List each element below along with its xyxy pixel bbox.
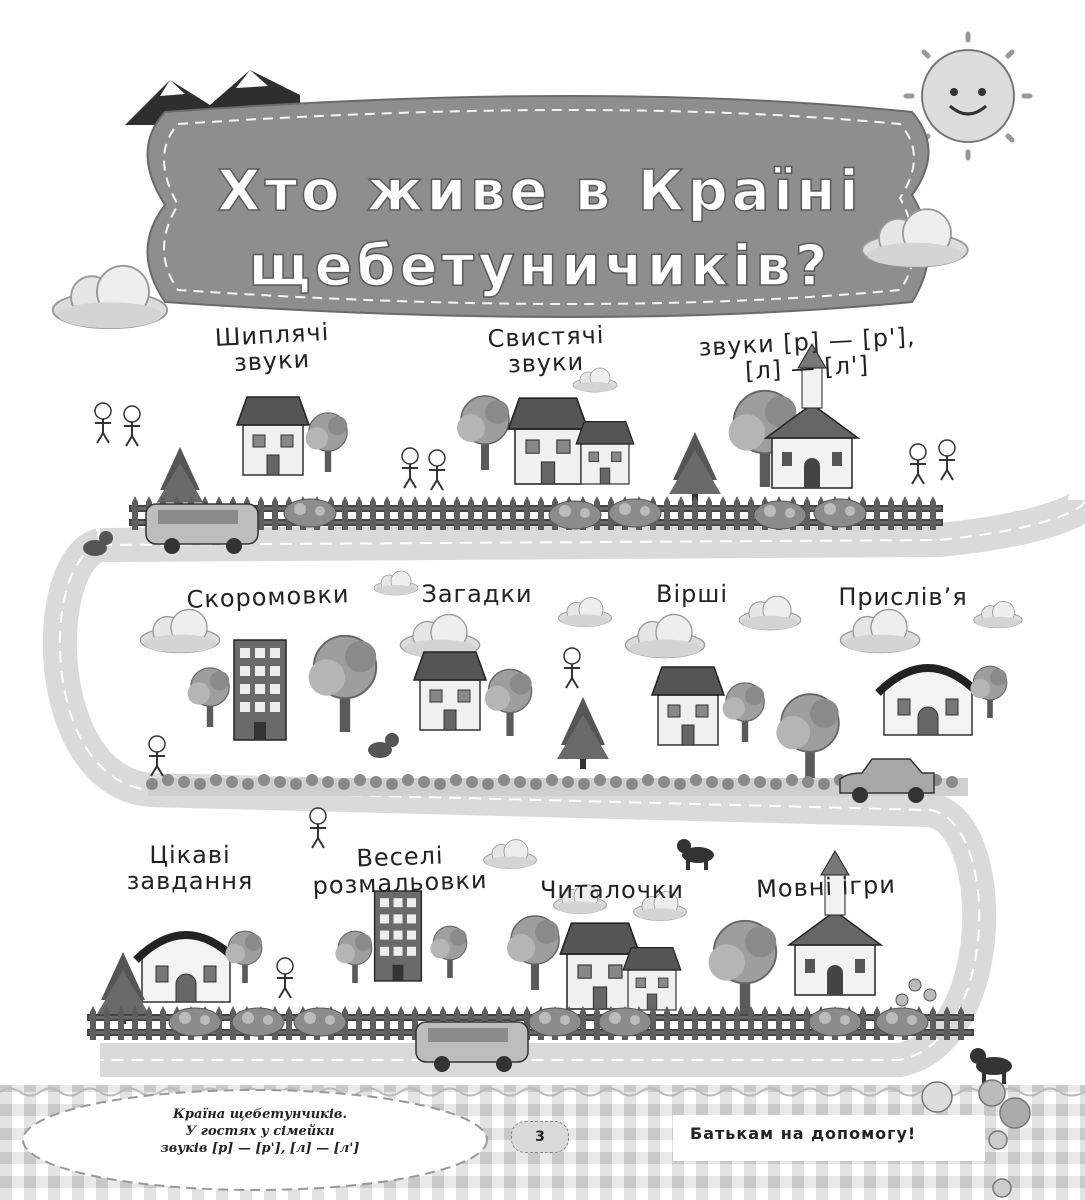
title-banner xyxy=(146,95,930,318)
house-label: Вірші xyxy=(656,580,728,608)
house-label: Загадки xyxy=(421,580,533,608)
house-label: Цікаві xyxy=(149,841,231,869)
chick-icon xyxy=(895,978,937,1007)
dog-icon xyxy=(677,839,714,870)
series-name: Батькам на допомогу! xyxy=(690,1124,917,1143)
page-title-line1: Хто живе в Країні xyxy=(217,159,862,224)
dog-icon xyxy=(970,1048,1012,1084)
book-title: Країна щебетунчиків. xyxy=(173,1107,347,1122)
book-sounds: звуків [р] — [р'], [л] — [л'] xyxy=(160,1141,360,1156)
cat-icon xyxy=(368,733,399,758)
book-subtitle: У гостях у сімейки xyxy=(185,1124,335,1139)
page-number: 3 xyxy=(511,1121,569,1153)
house-label: Читалочки xyxy=(539,876,685,904)
sun-icon xyxy=(903,31,1033,161)
page-title-line2: щебетуничиків? xyxy=(249,234,832,299)
cat-icon xyxy=(83,531,113,556)
house-label: Прислів’я xyxy=(838,583,968,611)
sewing-buttons xyxy=(921,1079,1031,1198)
house-label: завдання xyxy=(126,867,254,895)
